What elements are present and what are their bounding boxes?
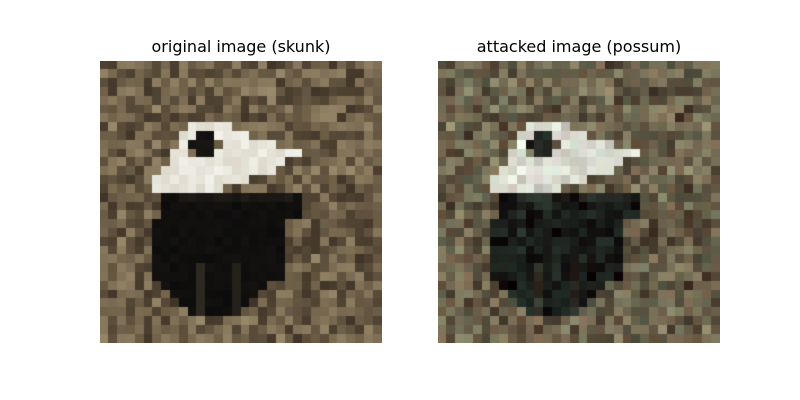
attacked-image xyxy=(438,61,720,343)
original-image xyxy=(100,61,382,343)
attacked-image-title: attacked image (possum) xyxy=(476,37,682,56)
original-image-title: original image (skunk) xyxy=(151,37,331,56)
